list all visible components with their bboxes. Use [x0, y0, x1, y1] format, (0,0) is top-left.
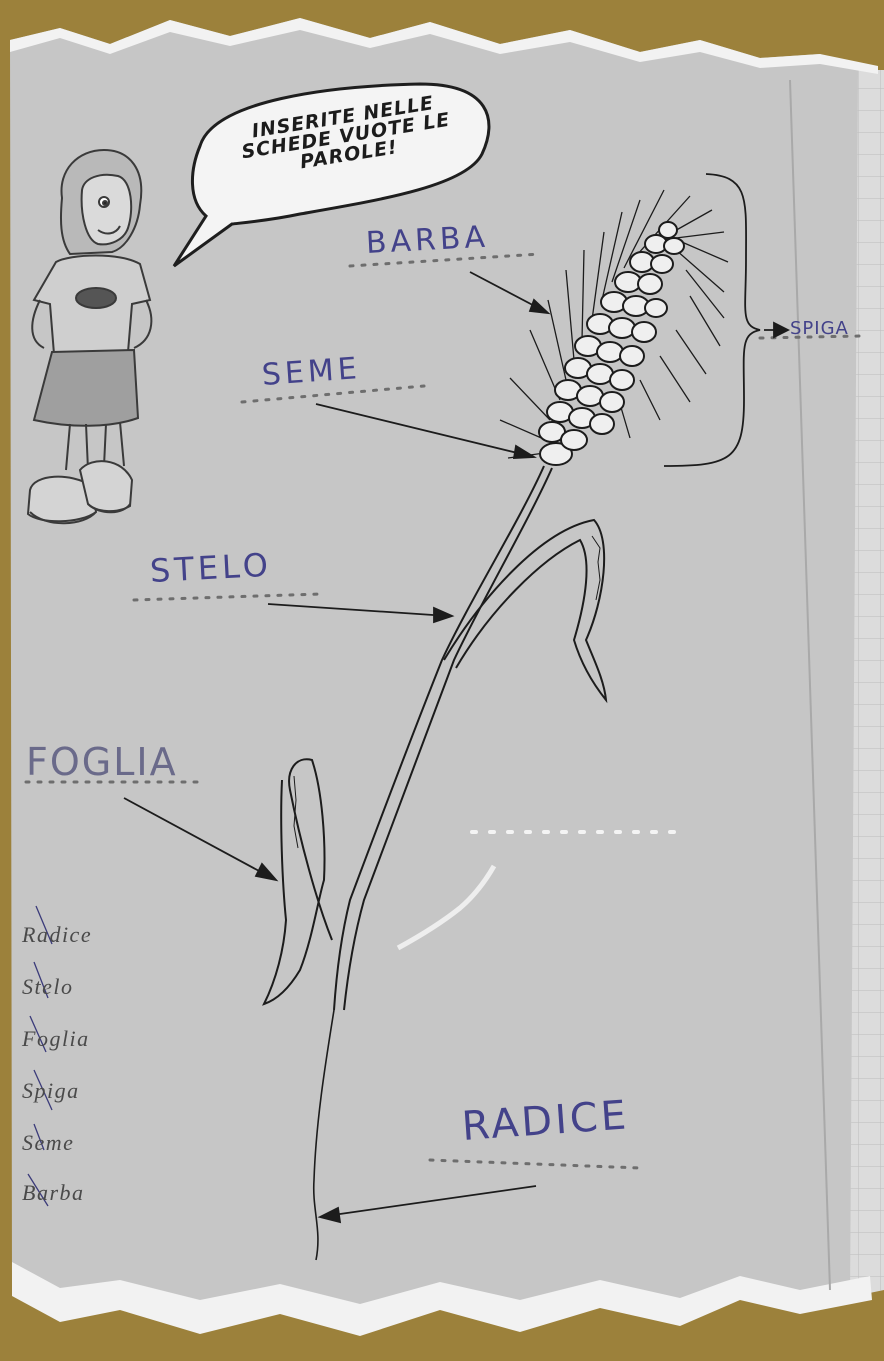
answer-seme: SEME [261, 351, 362, 393]
word-bank-item-barba: Barba [22, 1180, 85, 1206]
answer-stelo: STELO [149, 546, 273, 590]
word-bank-item-foglia: Foglia [22, 1026, 90, 1052]
answer-foglia: FOGLIA [26, 740, 178, 784]
answer-spiga: SPIGA [790, 318, 849, 339]
word-bank-item-stelo: Stelo [22, 974, 74, 1000]
word-bank-item-seme: Seme [22, 1130, 74, 1156]
answer-barba: BARBA [365, 220, 490, 261]
word-bank-item-spiga: Spiga [22, 1078, 80, 1104]
word-bank-item-radice: Radice [22, 922, 92, 948]
